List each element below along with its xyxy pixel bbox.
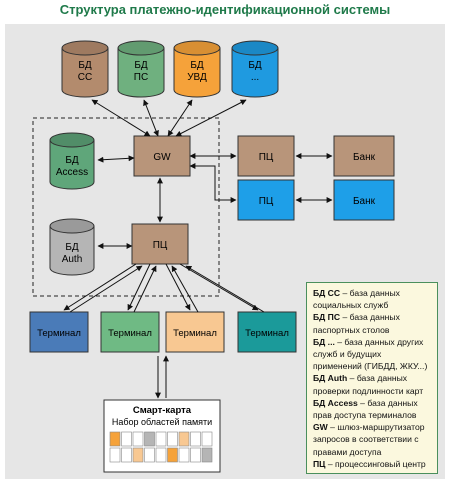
legend-desc: – база данных прав доступа терминалов	[313, 397, 418, 421]
memory-cell	[121, 431, 132, 447]
gw-node: GW	[133, 135, 191, 177]
memory-cell	[178, 447, 190, 463]
memory-cell	[201, 447, 213, 463]
legend-term: GW	[313, 422, 328, 433]
smartcard-subtitle: Набор областей памяти	[112, 417, 212, 427]
diagram-title: Структура платежно-идентификационной сис…	[59, 2, 391, 17]
arrow-pc-terminal-4a	[179, 263, 259, 311]
pc-right-label-2: ПЦ	[259, 196, 274, 207]
memory-cell	[190, 447, 201, 463]
connections	[63, 99, 333, 399]
db-other-cylinder: БД ...	[231, 40, 279, 98]
db-cc-cylinder: БД СС	[61, 40, 109, 98]
db-uvd-cylinder: БД УВД	[173, 40, 221, 98]
legend-desc: – база данных социальных служб	[313, 288, 400, 311]
db-auth-line1: БД	[65, 242, 79, 253]
db-auth-cylinder: БД Auth	[49, 218, 95, 276]
bank-node-1: Банк	[333, 135, 395, 177]
terminal-2: Терминал	[100, 311, 160, 353]
pc-center-label: ПЦ	[153, 240, 168, 251]
db-access-line1: БД	[65, 155, 79, 166]
memory-cell	[132, 447, 144, 463]
arrow-pc-terminal-1a	[63, 263, 137, 311]
smartcard-title: Смарт-карта	[133, 405, 192, 416]
db-access-line2: Access	[56, 167, 88, 178]
arrow-gw-pc-right-2	[189, 163, 237, 203]
arrow-gw-db-cc	[91, 99, 151, 137]
arrow-pc-terminal-4b	[185, 265, 265, 313]
legend-item-db-access: БД Access – база данных прав доступа тер…	[313, 397, 431, 421]
legend-item-gw: GW – шлюз-маршрутизатор запросов в соотв…	[313, 421, 431, 458]
gw-label: GW	[153, 152, 171, 163]
terminal-4: Терминал	[237, 311, 297, 353]
memory-cell	[121, 447, 132, 463]
terminal-label-3: Терминал	[173, 328, 217, 339]
terminal-1: Терминал	[29, 311, 89, 353]
legend-item-db-ps: БД ПС – база данных паспортных столов	[313, 311, 431, 335]
memory-cell	[167, 431, 178, 447]
db-ps-line2: ПС	[134, 72, 148, 83]
memory-cell	[167, 447, 178, 463]
pc-center-node: ПЦ	[131, 223, 189, 265]
terminal-label-1: Терминал	[37, 328, 81, 339]
legend-item-pc: ПЦ – процессинговый центр	[313, 458, 431, 470]
bank-node-2: Банк	[333, 179, 395, 221]
pc-right-node-1: ПЦ	[237, 135, 295, 177]
smartcard: Смарт-карта Набор областей памяти	[103, 399, 221, 473]
legend-item-db-cc: БД СС – база данных социальных служб	[313, 287, 431, 311]
db-cc-line1: БД	[78, 60, 92, 71]
arrow-pc-terminal-3a	[165, 263, 191, 311]
db-ps-cylinder: БД ПС	[117, 40, 165, 98]
arrow-pc-terminal-3b	[171, 265, 199, 313]
arrow-gw-db-access	[97, 155, 135, 163]
memory-cell	[109, 431, 121, 447]
arrow-pc-terminal-2b	[133, 265, 157, 313]
arrow-gw-db-ps	[143, 99, 159, 137]
memory-cell	[201, 431, 213, 447]
legend-term: БД Auth	[313, 373, 348, 384]
legend-item-db-auth: БД Auth – база данных проверки подлиннос…	[313, 372, 431, 396]
bank-label-1: Банк	[353, 152, 376, 163]
db-uvd-line1: БД	[190, 60, 204, 71]
legend-term: ПЦ	[313, 458, 326, 469]
legend-term: БД ПС	[313, 312, 341, 323]
legend-desc: – база данных паспортных столов	[313, 312, 400, 335]
legend-term: БД ...	[313, 336, 335, 347]
terminal-label-2: Терминал	[108, 328, 152, 339]
db-uvd-line2: УВД	[187, 72, 207, 83]
arrow-gw-db-other	[175, 99, 247, 137]
legend-desc: – шлюз-маршрутизатор запросов в соответс…	[313, 422, 425, 457]
db-other-line2: ...	[251, 72, 259, 83]
db-access-cylinder: БД Access	[49, 132, 95, 190]
memory-cell	[190, 431, 201, 447]
arrow-pc-terminal-1b	[69, 265, 143, 313]
db-other-line1: БД	[248, 60, 262, 71]
memory-cell	[109, 447, 121, 463]
legend-term: БД СС	[313, 288, 341, 298]
legend-desc: – база данных других служб и будущих при…	[313, 336, 428, 372]
legend-box: БД СС – база данных социальных служб БД …	[306, 282, 438, 474]
memory-cell	[144, 431, 155, 447]
db-ps-line1: БД	[134, 60, 148, 71]
memory-cell	[155, 447, 167, 463]
memory-cell	[178, 431, 190, 447]
db-auth-line2: Auth	[62, 254, 83, 265]
arrow-pc-terminal-2a	[127, 263, 151, 311]
pc-right-label-1: ПЦ	[259, 152, 274, 163]
terminal-label-4: Терминал	[245, 328, 289, 339]
legend-term: БД Access	[313, 397, 358, 408]
db-cc-line2: СС	[78, 72, 92, 83]
legend-desc: – процессинговый центр	[325, 458, 426, 469]
pc-right-node-2: ПЦ	[237, 179, 295, 221]
bank-label-2: Банк	[353, 196, 376, 207]
legend-desc: – база данных проверки подлинности карт	[313, 373, 424, 396]
smartcard-memory-cells	[109, 431, 213, 463]
memory-cell	[144, 447, 155, 463]
legend-item-db-other: БД ... – база данных других служб и буду…	[313, 336, 431, 373]
memory-cell	[132, 431, 144, 447]
terminal-3: Терминал	[165, 311, 225, 353]
memory-cell	[155, 431, 167, 447]
